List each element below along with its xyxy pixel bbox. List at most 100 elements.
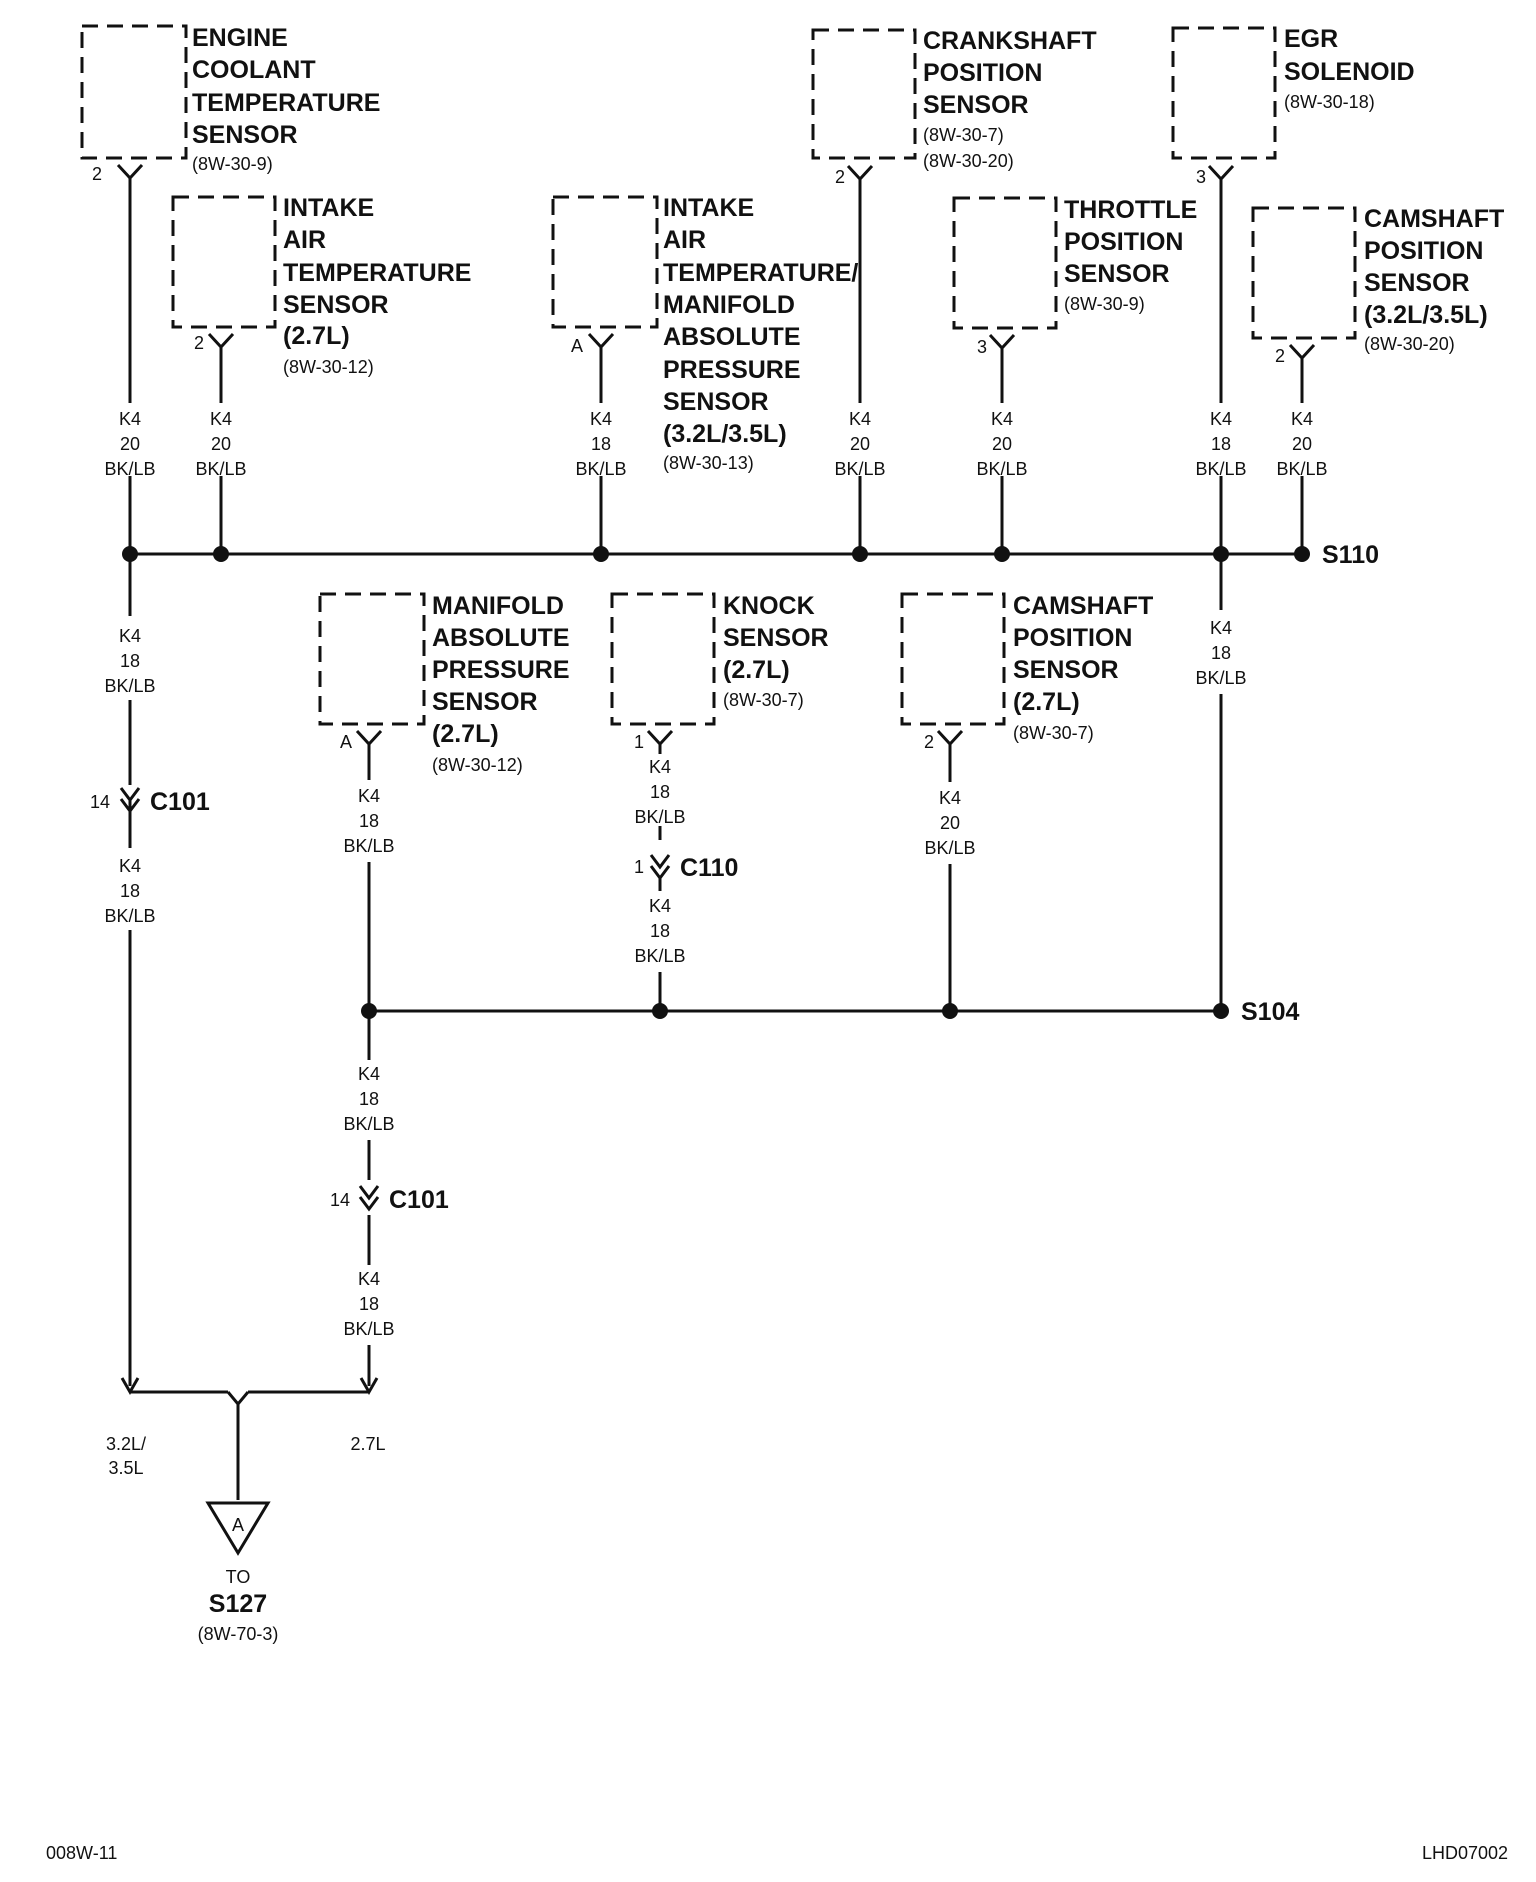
offpage-ref: (8W-70-3) [198, 1624, 279, 1644]
wire-code: K4 [119, 856, 141, 876]
splice-dot [652, 1003, 668, 1019]
component-name-line: MANIFOLD [432, 592, 564, 620]
wire-label: K4 20 BK/LB [834, 409, 885, 479]
component-engine-coolant-temp-sensor: ENGINE COOLANT TEMPERATURE SENSOR (8W-30… [80, 24, 380, 184]
wire-gauge: 18 [1211, 643, 1231, 663]
wire-code: K4 [1210, 618, 1232, 638]
wire-label: K4 18 BK/LB [104, 626, 155, 696]
pin-fork [207, 332, 235, 350]
component-name-line: POSITION [1364, 237, 1483, 265]
component-box [811, 28, 917, 160]
component-name-line: SENSOR [1064, 260, 1170, 288]
component-name-line: MANIFOLD [663, 291, 795, 319]
wire-code: K4 [590, 409, 612, 429]
component-name-line: (3.2L/3.5L) [663, 420, 787, 448]
wire-gauge: 20 [850, 434, 870, 454]
pin-fork [988, 333, 1016, 351]
wire-gauge: 20 [1292, 434, 1312, 454]
component-name-line: TEMPERATURE [192, 89, 380, 117]
wire-label: K4 20 BK/LB [1276, 409, 1327, 479]
wire-label: K4 18 BK/LB [1195, 618, 1246, 688]
splice-dot [852, 546, 868, 562]
component-ref: (8W-30-18) [1284, 92, 1375, 112]
splice-dot [361, 1003, 377, 1019]
footer-right-code: LHD07002 [1422, 1843, 1508, 1863]
wire-gauge: 18 [120, 651, 140, 671]
component-ref: (8W-30-12) [432, 755, 523, 775]
splice-dot [942, 1003, 958, 1019]
offpage-connector: A TO S127 (8W-70-3) [198, 1501, 279, 1644]
wire-label: K4 18 BK/LB [1195, 409, 1246, 479]
component-name-line: CAMSHAFT [1013, 592, 1153, 620]
component-name-line: SENSOR [432, 688, 538, 716]
wire-color: BK/LB [1195, 459, 1246, 479]
component-ref: (8W-30-13) [663, 453, 754, 473]
component-box [900, 592, 1006, 726]
component-ref: (8W-30-9) [192, 154, 273, 174]
component-name-line: KNOCK [723, 592, 815, 620]
connector-c101-left: 14 C101 [90, 787, 210, 820]
component-ref: (8W-30-7) [1013, 723, 1094, 743]
component-name-line: SENSOR [923, 91, 1029, 119]
connector-pin: 1 [634, 857, 644, 877]
wires [120, 178, 1304, 1500]
component-box [1171, 26, 1277, 160]
wire-code: K4 [849, 409, 871, 429]
component-ref: (8W-30-20) [923, 151, 1014, 171]
branch-label-27: 2.7L [350, 1434, 385, 1454]
pin-label: 2 [924, 732, 934, 752]
wire-gauge: 18 [359, 1089, 379, 1109]
component-name-line: TEMPERATURE [283, 259, 471, 287]
wire-gauge: 18 [650, 782, 670, 802]
component-name-line: SENSOR [283, 291, 389, 319]
connector-label: C101 [150, 788, 210, 816]
wire-color: BK/LB [924, 838, 975, 858]
wire-code: K4 [649, 757, 671, 777]
splice-dot [1213, 546, 1229, 562]
component-box [171, 195, 277, 329]
component-name-line: (2.7L) [283, 322, 350, 350]
offpage-to: TO [226, 1567, 251, 1587]
wire-color: BK/LB [575, 459, 626, 479]
pin-label: 2 [194, 333, 204, 353]
connector-chevron [119, 787, 141, 803]
splice-dot [593, 546, 609, 562]
wire-color: BK/LB [104, 459, 155, 479]
pin-fork [587, 332, 615, 350]
wire-label: K4 18 BK/LB [343, 1269, 394, 1339]
component-name-line: (2.7L) [723, 656, 790, 684]
component-egr-solenoid: EGR SOLENOID (8W-30-18) 3 [1171, 25, 1415, 187]
wire-code: K4 [649, 896, 671, 916]
component-name-line: SENSOR [192, 121, 298, 149]
pin-label: 1 [634, 732, 644, 752]
component-name-line: PRESSURE [432, 656, 570, 684]
wire-code: K4 [1291, 409, 1313, 429]
pin-fork [846, 164, 874, 182]
wire-color: BK/LB [1276, 459, 1327, 479]
wire-code: K4 [119, 409, 141, 429]
component-name-line: (3.2L/3.5L) [1364, 301, 1488, 329]
component-map-sensor-27: MANIFOLD ABSOLUTE PRESSURE SENSOR (2.7L)… [318, 592, 570, 775]
wire-color: BK/LB [343, 1319, 394, 1339]
wire-code: K4 [939, 788, 961, 808]
pin-label: 2 [1275, 346, 1285, 366]
component-ref: (8W-30-7) [723, 690, 804, 710]
component-box [318, 592, 426, 726]
pin-fork [936, 729, 964, 747]
splice-dots [122, 546, 1310, 1019]
connector-chevron [358, 1185, 380, 1201]
wire-gauge: 20 [120, 434, 140, 454]
wire-code: K4 [210, 409, 232, 429]
wire-gauge: 18 [359, 811, 379, 831]
wire-label: K4 18 BK/LB [343, 786, 394, 856]
component-name-line: INTAKE [663, 194, 754, 222]
wire-color: BK/LB [104, 906, 155, 926]
component-name-line: SENSOR [723, 624, 829, 652]
wire-color: BK/LB [343, 1114, 394, 1134]
wire-label: K4 18 BK/LB [575, 409, 626, 479]
splice-label-s110: S110 [1322, 541, 1379, 569]
splice-dot [213, 546, 229, 562]
wire-code: K4 [358, 1064, 380, 1084]
connector-c110: 1 C110 [634, 854, 738, 882]
